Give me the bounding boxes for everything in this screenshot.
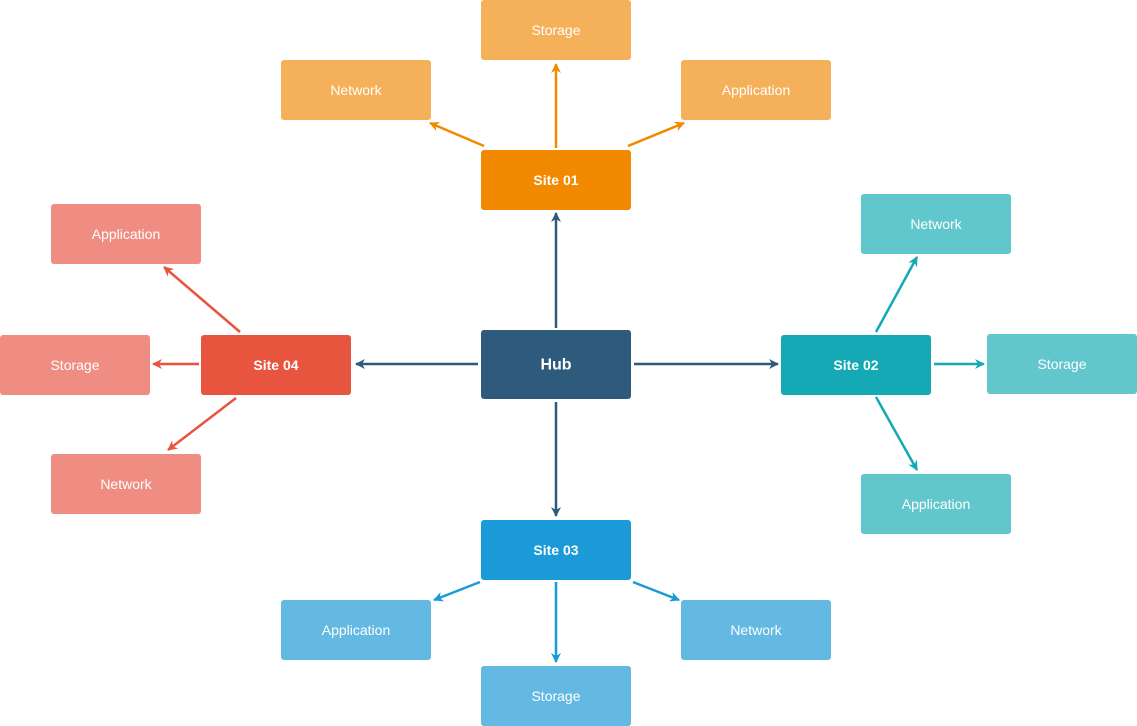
site03-connectors: [433, 580, 680, 663]
hub-node[interactable]: Hub: [481, 330, 631, 399]
site03-application-label: Application: [322, 622, 391, 638]
site02-label: Site 02: [833, 357, 878, 373]
connector-site02-application: [874, 396, 919, 471]
site03-storage-box: [481, 666, 631, 726]
site03-box: [481, 520, 631, 580]
hub-label: Hub: [540, 357, 571, 374]
site03-storage-label: Storage: [531, 688, 580, 704]
site02-box: [781, 335, 931, 395]
site03-network-label: Network: [730, 622, 782, 638]
site03-application-node[interactable]: Application: [281, 600, 431, 660]
site03-storage-node[interactable]: Storage: [481, 666, 631, 726]
site02-storage-box: [987, 334, 1137, 394]
site01-connectors: [429, 63, 685, 148]
site03-label: Site 03: [533, 542, 578, 558]
site04-box: [201, 335, 351, 395]
connector-site03-network: [632, 580, 680, 602]
site01-storage-node[interactable]: Storage: [481, 0, 631, 60]
connector-site04-network: [167, 397, 237, 451]
site03-node[interactable]: Site 03: [481, 520, 631, 580]
site04-application-node[interactable]: Application: [51, 204, 201, 264]
connector-site01-network: [429, 121, 485, 148]
site02-network-box: [861, 194, 1011, 254]
site04-application-label: Application: [92, 226, 161, 242]
site03-network-box: [681, 600, 831, 660]
site04-label: Site 04: [253, 357, 298, 373]
site01-node[interactable]: Site 01: [481, 150, 631, 210]
site03-network-node[interactable]: Network: [681, 600, 831, 660]
site02-network-node[interactable]: Network: [861, 194, 1011, 254]
site02-connectors: [874, 256, 985, 471]
site01-network-label: Network: [330, 82, 382, 98]
site01-box: [481, 150, 631, 210]
site04-network-box: [51, 454, 201, 514]
site02-node[interactable]: Site 02: [781, 335, 931, 395]
connector-site04-application: [163, 266, 241, 333]
connector-site03-application: [433, 580, 481, 602]
site02-network-label: Network: [910, 216, 962, 232]
site04-application-box: [51, 204, 201, 264]
site01-label: Site 01: [533, 172, 578, 188]
site02-application-label: Application: [902, 496, 971, 512]
site01-application-node[interactable]: Application: [681, 60, 831, 120]
site03-application-box: [281, 600, 431, 660]
site04-storage-node[interactable]: Storage: [0, 335, 150, 395]
site01-network-node[interactable]: Network: [281, 60, 431, 120]
site01-storage-label: Storage: [531, 22, 580, 38]
site01-application-box: [681, 60, 831, 120]
site02-application-node[interactable]: Application: [861, 474, 1011, 534]
site01-storage-box: [481, 0, 631, 60]
site04-node[interactable]: Site 04: [201, 335, 351, 395]
site04-connectors: [152, 266, 241, 451]
site04-storage-label: Storage: [50, 357, 99, 373]
site04-network-label: Network: [100, 476, 152, 492]
connector-site02-network: [874, 256, 919, 333]
site04-storage-box: [0, 335, 150, 395]
site02-storage-label: Storage: [1037, 356, 1086, 372]
site02-storage-node[interactable]: Storage: [987, 334, 1137, 394]
site01-network-box: [281, 60, 431, 120]
site04-network-node[interactable]: Network: [51, 454, 201, 514]
site02-application-box: [861, 474, 1011, 534]
site01-application-label: Application: [722, 82, 791, 98]
connector-site01-application: [627, 121, 685, 148]
hub-connectors: [355, 212, 779, 517]
hub-box: [481, 330, 631, 399]
